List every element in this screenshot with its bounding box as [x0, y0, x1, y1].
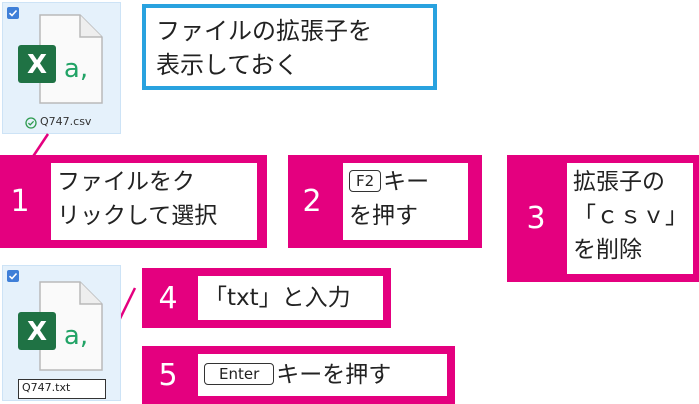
step-2-line2: を押す — [349, 203, 418, 229]
step-3-text: 拡張子の 「ｃｓｖ」 を削除 — [567, 163, 693, 274]
step-5-line1: キーを押す — [276, 362, 392, 388]
step-3-line2: 「ｃｓｖ」 — [573, 203, 688, 229]
callout-show-extensions: ファイルの拡張子を 表示しておく — [142, 4, 437, 90]
step-5-number: 5 — [158, 357, 178, 393]
f2-key-icon: F2 — [349, 170, 382, 192]
step-2-number: 2 — [302, 184, 322, 219]
excel-file-icon: X a, — [18, 281, 103, 371]
doc-letter: a, — [64, 54, 88, 84]
checkbox-icon[interactable] — [7, 7, 19, 19]
excel-letter: X — [27, 317, 47, 347]
callout-line2: 表示しておく — [156, 51, 299, 79]
file-tile-csv[interactable]: X a, Q747.csv — [2, 2, 121, 134]
step-2-line1: キー — [383, 169, 430, 195]
step-4: 4 「txt」と入力 — [142, 268, 391, 328]
rename-input[interactable]: Q747.txt — [18, 379, 106, 399]
checkbox-icon[interactable] — [7, 270, 19, 282]
step-1-line2: リックして選択 — [57, 203, 218, 229]
excel-csv-file-icon: X a, — [18, 14, 103, 104]
file-tile-txt[interactable]: X a, Q747.txt — [2, 265, 121, 401]
step-4-line1: 「txt」と入力 — [204, 285, 351, 311]
step-4-number: 4 — [158, 280, 178, 316]
check-circle-icon — [25, 117, 37, 129]
step-3-line1: 拡張子の — [573, 169, 665, 195]
enter-key-icon: Enter — [204, 363, 275, 385]
step-1-number: 1 — [10, 184, 30, 219]
step-1-text: ファイルをク リックして選択 — [51, 163, 257, 240]
step-3: 3 拡張子の 「ｃｓｖ」 を削除 — [507, 155, 699, 282]
callout-line1: ファイルの拡張子を — [156, 17, 372, 45]
doc-letter: a, — [64, 321, 88, 351]
file-name-csv: Q747.csv — [40, 115, 92, 128]
step-1-line1: ファイルをク — [57, 169, 195, 195]
step-3-line3: を削除 — [573, 237, 642, 263]
step-1: 1 ファイルをク リックして選択 — [0, 155, 267, 248]
step-4-text: 「txt」と入力 — [198, 276, 383, 320]
step-3-number: 3 — [526, 201, 546, 236]
excel-letter: X — [27, 50, 47, 80]
